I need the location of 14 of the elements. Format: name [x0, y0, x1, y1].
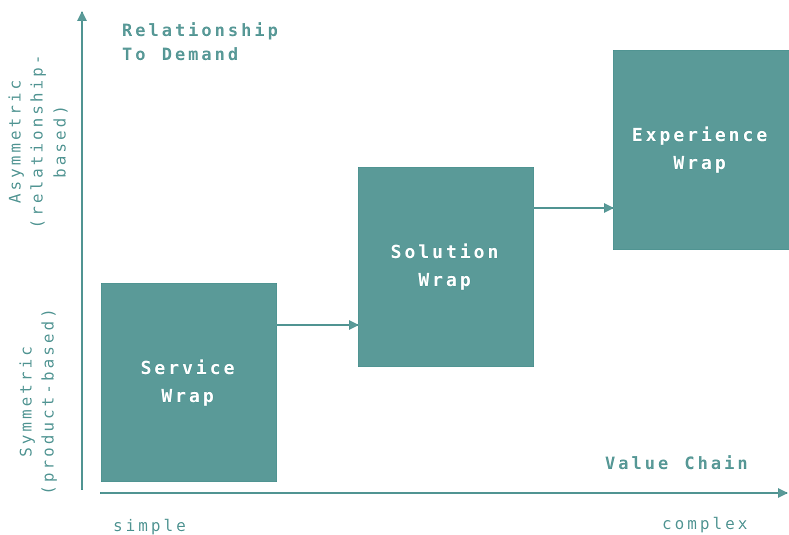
box-label: Experience Wrap [630, 124, 772, 176]
arrow [534, 203, 614, 213]
box-label: Service Wrap [140, 356, 238, 408]
box-label: Solution Wrap [390, 241, 502, 293]
axis-title: Value Chain [605, 453, 752, 476]
process-box [101, 283, 277, 482]
arrow [277, 320, 359, 330]
axis-label: complex [662, 513, 752, 535]
process-box [358, 167, 534, 367]
axis-label: Asymmetric (relationship-based) [4, 50, 70, 230]
axis-title: Relationship To Demand [122, 20, 282, 67]
axis-label: simple [113, 515, 190, 535]
process-box [613, 50, 789, 250]
axis-label: Symmetric (product-based) [16, 304, 59, 497]
